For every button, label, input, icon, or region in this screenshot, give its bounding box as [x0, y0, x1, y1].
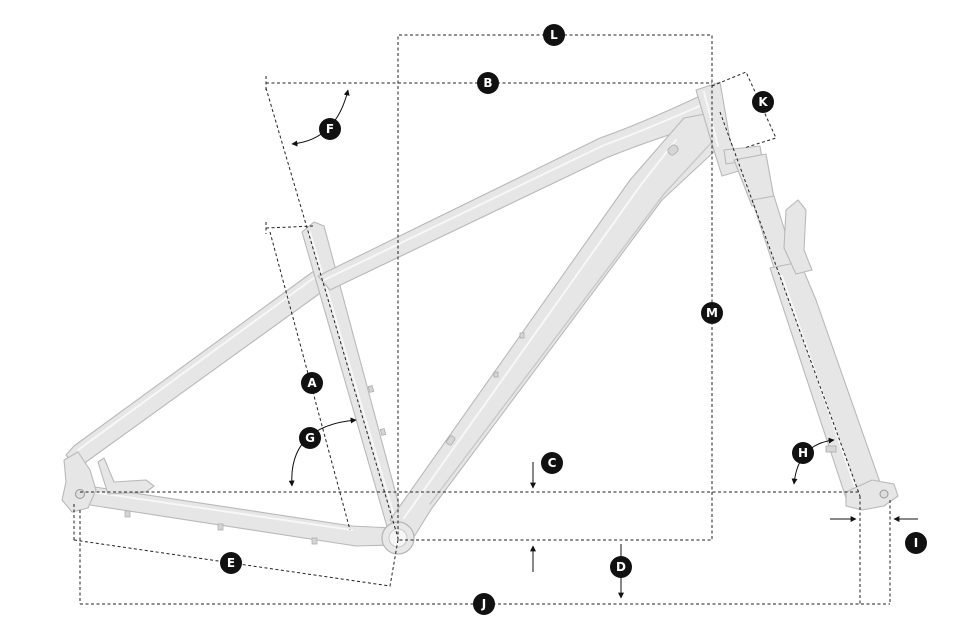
- seat-tube-bosses: [367, 385, 387, 436]
- head-tube-highlight: [703, 91, 719, 147]
- seatstay: [65, 267, 335, 479]
- marker-b: B: [477, 72, 499, 94]
- suspension-fork: [733, 153, 899, 511]
- fork-dropout: [845, 479, 899, 511]
- marker-m: M: [701, 302, 723, 324]
- top-tube-highlight: [323, 103, 705, 281]
- marker-b-label: B: [483, 76, 492, 90]
- fork-lower-leg: [769, 261, 883, 501]
- rear-axle-icon: [75, 489, 85, 499]
- marker-e-label: E: [227, 556, 235, 570]
- dim-h-ray: [719, 111, 861, 497]
- down-tube-highlight: [403, 139, 677, 519]
- marker-e: E: [220, 552, 242, 574]
- marker-a-label: A: [307, 376, 317, 390]
- front-axle-icon: [879, 489, 889, 499]
- chainstay-highlight: [91, 491, 353, 531]
- dim-l-frame: [397, 34, 713, 541]
- marker-j-label: J: [481, 597, 486, 611]
- marker-h-label: H: [798, 446, 808, 460]
- marker-d: D: [610, 556, 632, 578]
- marker-c: C: [541, 452, 563, 474]
- marker-i-label: I: [914, 536, 918, 550]
- marker-k: K: [752, 91, 774, 113]
- rear-dropout: [61, 451, 97, 513]
- marker-i: I: [905, 532, 927, 554]
- down-tube-bosses: [446, 144, 679, 446]
- marker-h: H: [792, 442, 814, 464]
- marker-k-label: K: [758, 95, 768, 109]
- marker-l-label: L: [550, 28, 558, 42]
- dimension-markers: L B K F M A G C H D E I: [220, 24, 927, 615]
- marker-c-label: C: [548, 456, 557, 470]
- marker-a: A: [301, 372, 323, 394]
- marker-f-label: F: [326, 122, 334, 136]
- chainstay: [75, 485, 393, 547]
- dim-f-ray: [265, 87, 399, 539]
- marker-g-label: G: [305, 431, 315, 445]
- bike-frame: [61, 81, 763, 555]
- marker-f: F: [319, 118, 341, 140]
- chainstay-bosses: [124, 510, 318, 545]
- fork-arch: [783, 199, 813, 275]
- marker-l: L: [543, 24, 565, 46]
- marker-g: G: [299, 427, 321, 449]
- marker-j: J: [473, 593, 495, 615]
- arrow-f: [291, 89, 350, 147]
- seatstay-highlight: [77, 271, 323, 451]
- fork-brake-mount: [825, 445, 837, 453]
- brake-mount: [97, 457, 155, 495]
- dim-e-box: [73, 539, 399, 587]
- marker-d-label: D: [616, 560, 626, 574]
- arrow-g: [288, 417, 357, 487]
- down-tube-shadow: [429, 141, 713, 505]
- dim-a-line: [265, 225, 315, 229]
- marker-m-label: M: [706, 306, 718, 320]
